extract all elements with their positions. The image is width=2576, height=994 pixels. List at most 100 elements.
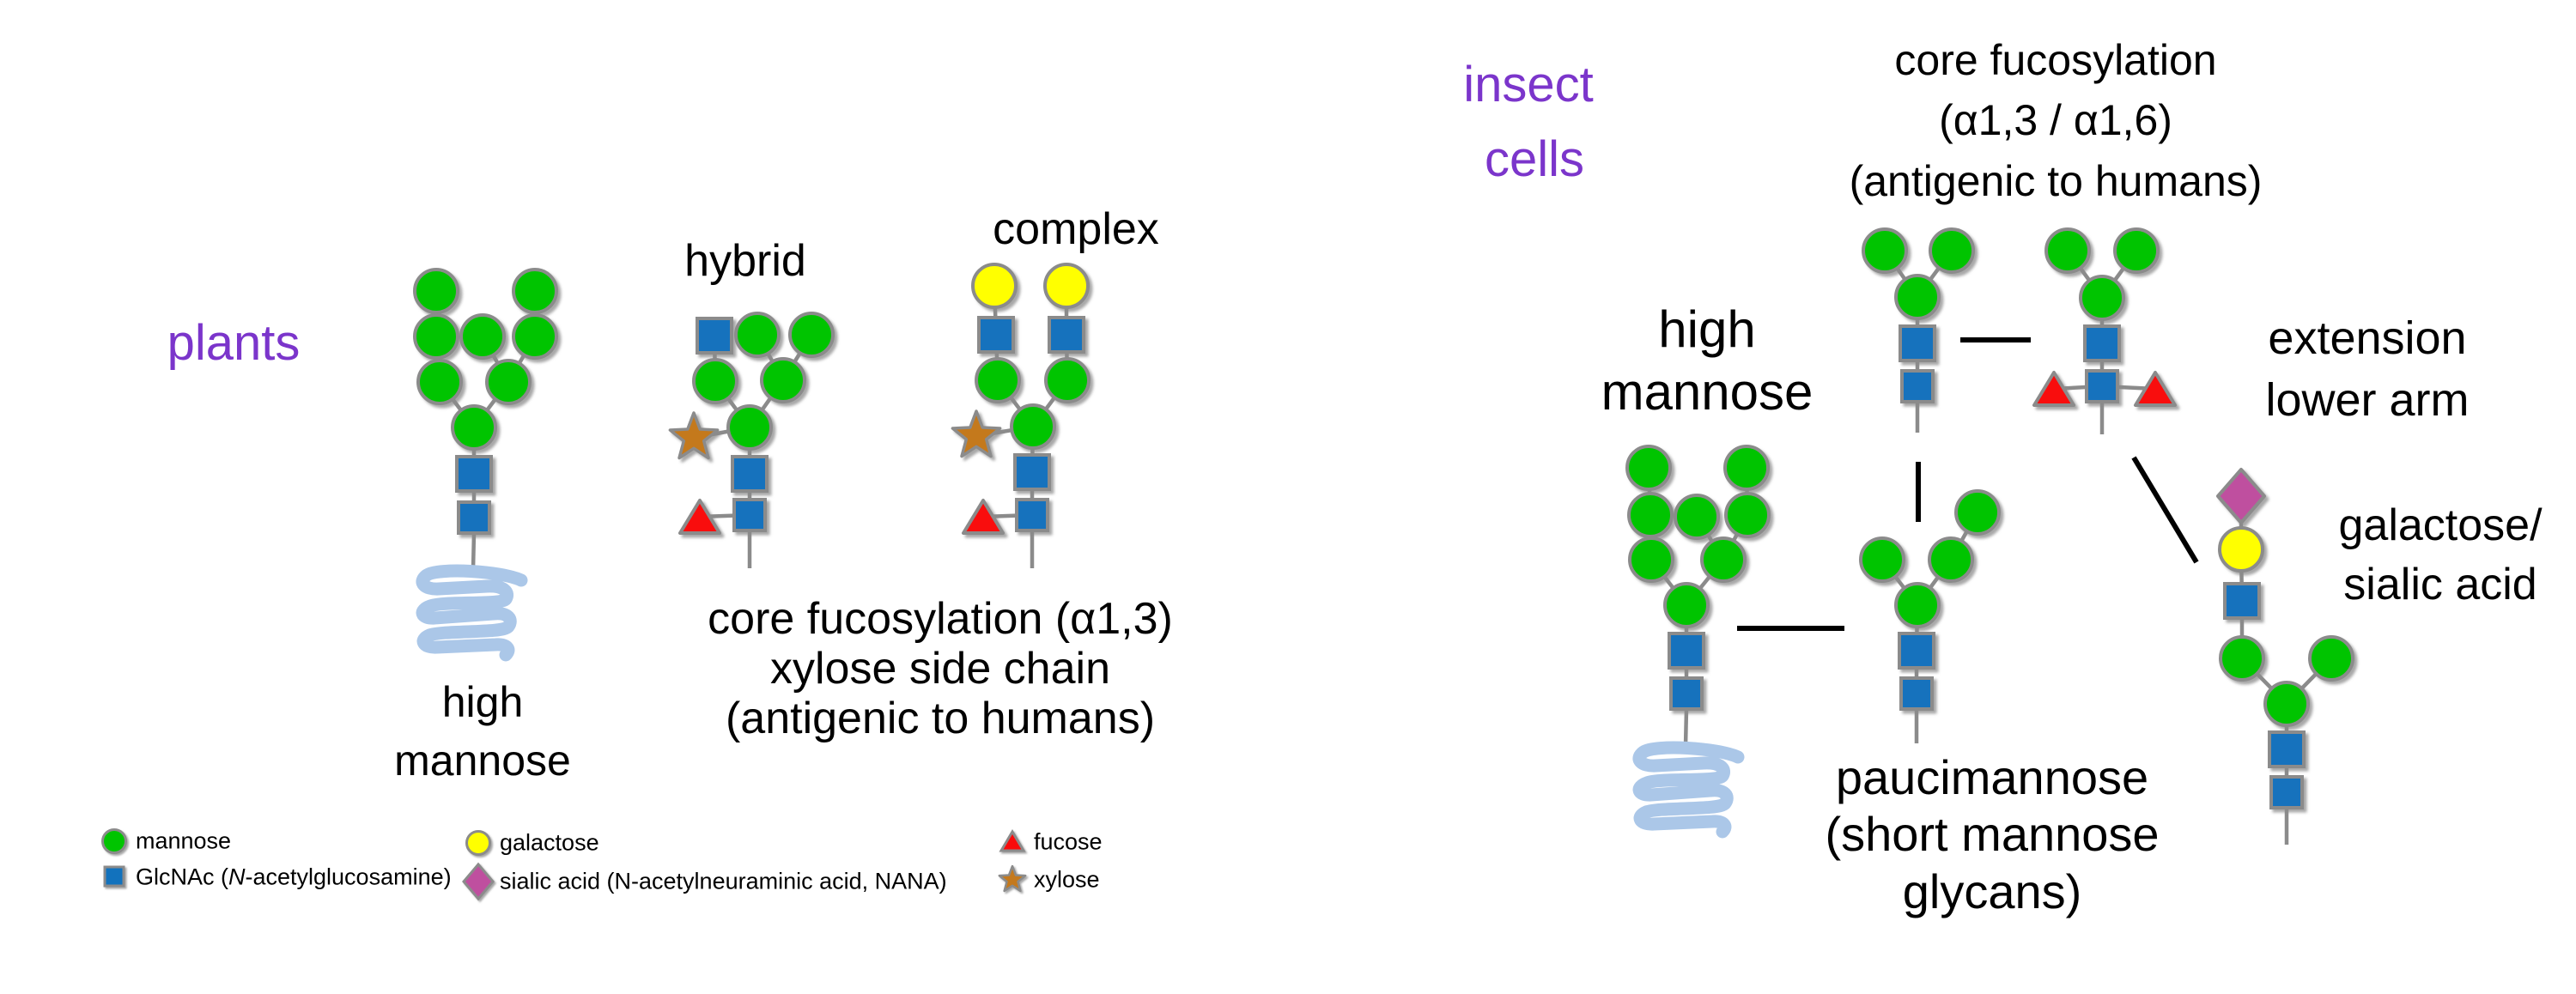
glcnac-icon [1899,324,1936,362]
mannose-icon [760,357,806,403]
complex-label: complex [993,204,1159,254]
fucose-icon [678,499,721,535]
mannose-icon [512,313,558,360]
fucose-icon [2134,371,2177,407]
mannose-icon [1724,492,1771,538]
insect-cells-heading-line1: insect [1463,57,1594,112]
paucimannose-label-line1: paucimannose [1835,750,2149,804]
paucimannose-label-line3: glycans) [1902,864,2082,918]
insect-core-fucosylation-caption-line2: (α1,3 / α1,6) [1939,96,2172,144]
glcnac-legend-icon [103,865,125,888]
mannose-legend-label: mannose [136,827,232,854]
mannose-icon [2263,681,2310,727]
glcnac-icon [2085,369,2119,403]
mannose-icon [1700,536,1747,583]
glcnac-icon [1899,676,1934,711]
xylose-icon [951,409,1002,458]
mannose-icon [416,359,463,405]
paucimannose-glycan [1859,489,2001,743]
glcnac-icon [1015,498,1049,532]
plants-high-mannose-label-line1: high [441,678,524,726]
complex-glycan [951,263,1091,568]
mannose-icon [692,358,738,404]
mannose-icon [1010,403,1056,450]
glcnac-icon [455,455,493,493]
glcnac-icon [731,455,769,493]
insect-high-mannose-label-line2: mannose [1601,363,1814,421]
sialic-acid-legend-label: sialic acid (N-acetylneuraminic acid, NA… [500,868,947,894]
plants-core-fucosylation-caption-line3: (antigenic to humans) [725,694,1156,743]
glcnac-icon [1898,632,1935,670]
glcnac-icon [696,317,733,355]
glcnac-icon [2223,582,2261,620]
insect-high-mannose-label-line1: high [1658,300,1756,358]
fucose-legend-icon [999,829,1026,852]
protein-squiggle-icon [416,564,528,662]
protein-squiggle-icon [1632,741,1745,839]
mannose-icon [2044,227,2091,274]
mannose-icon [1625,445,1672,491]
xylose-icon [668,411,720,460]
mannose-icon [1723,445,1770,491]
connector-line [2131,456,2199,564]
mannose-icon [1627,492,1674,538]
glcnac-icon [2268,730,2306,768]
insect-core-fucosylated-glycan [2032,227,2177,434]
mannose-icon [788,312,835,358]
mannose-icon [2113,227,2160,274]
mannose-icon [1894,582,1941,628]
glcnac-icon [1048,316,1085,354]
insect-cells-heading-line2: cells [1484,131,1585,187]
mannose-icon [1894,274,1941,320]
mannose-icon [451,404,497,451]
mannose-icon [485,359,532,405]
glcnac-icon [2083,324,2121,362]
mannose-icon [1628,536,1674,583]
mannose-icon [2308,635,2354,682]
mannose-icon [2219,635,2265,682]
hybrid-label: hybrid [684,236,806,286]
fucose-legend-label: fucose [1034,828,1103,855]
extension-lower-arm-label-line1: extension [2268,312,2467,364]
plants-heading: plants [167,315,301,371]
glcnac-icon [2269,775,2304,809]
insect-high-mannose-glycan [1625,445,1771,839]
mannose-icon [413,268,459,314]
insect-core-fucosylation-caption-line1: core fucosylation [1894,36,2217,84]
insect-core-fucosylation-caption-line3: (antigenic to humans) [1849,157,2263,205]
mannose-icon [1862,227,1908,274]
paucimannose-label-line2: (short mannose [1825,807,2160,861]
galactose-legend-label: galactose [500,829,599,856]
mannose-icon [734,312,781,358]
mannose-icon [413,313,459,360]
mannose-icon [512,268,558,314]
mannose-icon [2079,275,2125,321]
mannose-icon [1954,489,2001,536]
insect-trimannose-glycan [1862,227,1975,433]
sialic-acid-icon [2216,468,2266,524]
galactose-sialic-label-line2: sialic acid [2343,560,2537,609]
galactose-sialic-label-line1: galactose/ [2338,500,2543,550]
plants-high-mannose-glycan [413,268,558,662]
glcnac-icon [1668,632,1705,670]
plants-core-fucosylation-caption-line2: xylose side chain [770,644,1110,694]
mannose-icon [459,313,506,360]
plants-high-mannose-label-line2: mannose [394,736,571,785]
galactose-sialic-extension-glycan [2216,468,2354,845]
mannose-icon [1663,582,1710,628]
mannose-icon [1929,227,1975,274]
glcnac-icon [1900,369,1935,403]
glcnac-icon [977,316,1015,354]
hybrid-glycan [668,312,835,568]
glcnac-icon [457,500,491,535]
mannose-legend-icon [101,828,127,854]
sialic-acid-legend-icon [462,862,495,901]
mannose-icon [726,404,773,451]
glcnac-legend-label: GlcNAc (N-acetylglucosamine) [136,864,452,890]
galactose-legend-icon [465,830,491,856]
xylose-legend-label: xylose [1034,866,1100,893]
plants-core-fucosylation-caption-line1: core fucosylation (α1,3) [708,594,1173,644]
stalk-line [471,532,477,571]
mannose-icon [1928,536,1974,583]
